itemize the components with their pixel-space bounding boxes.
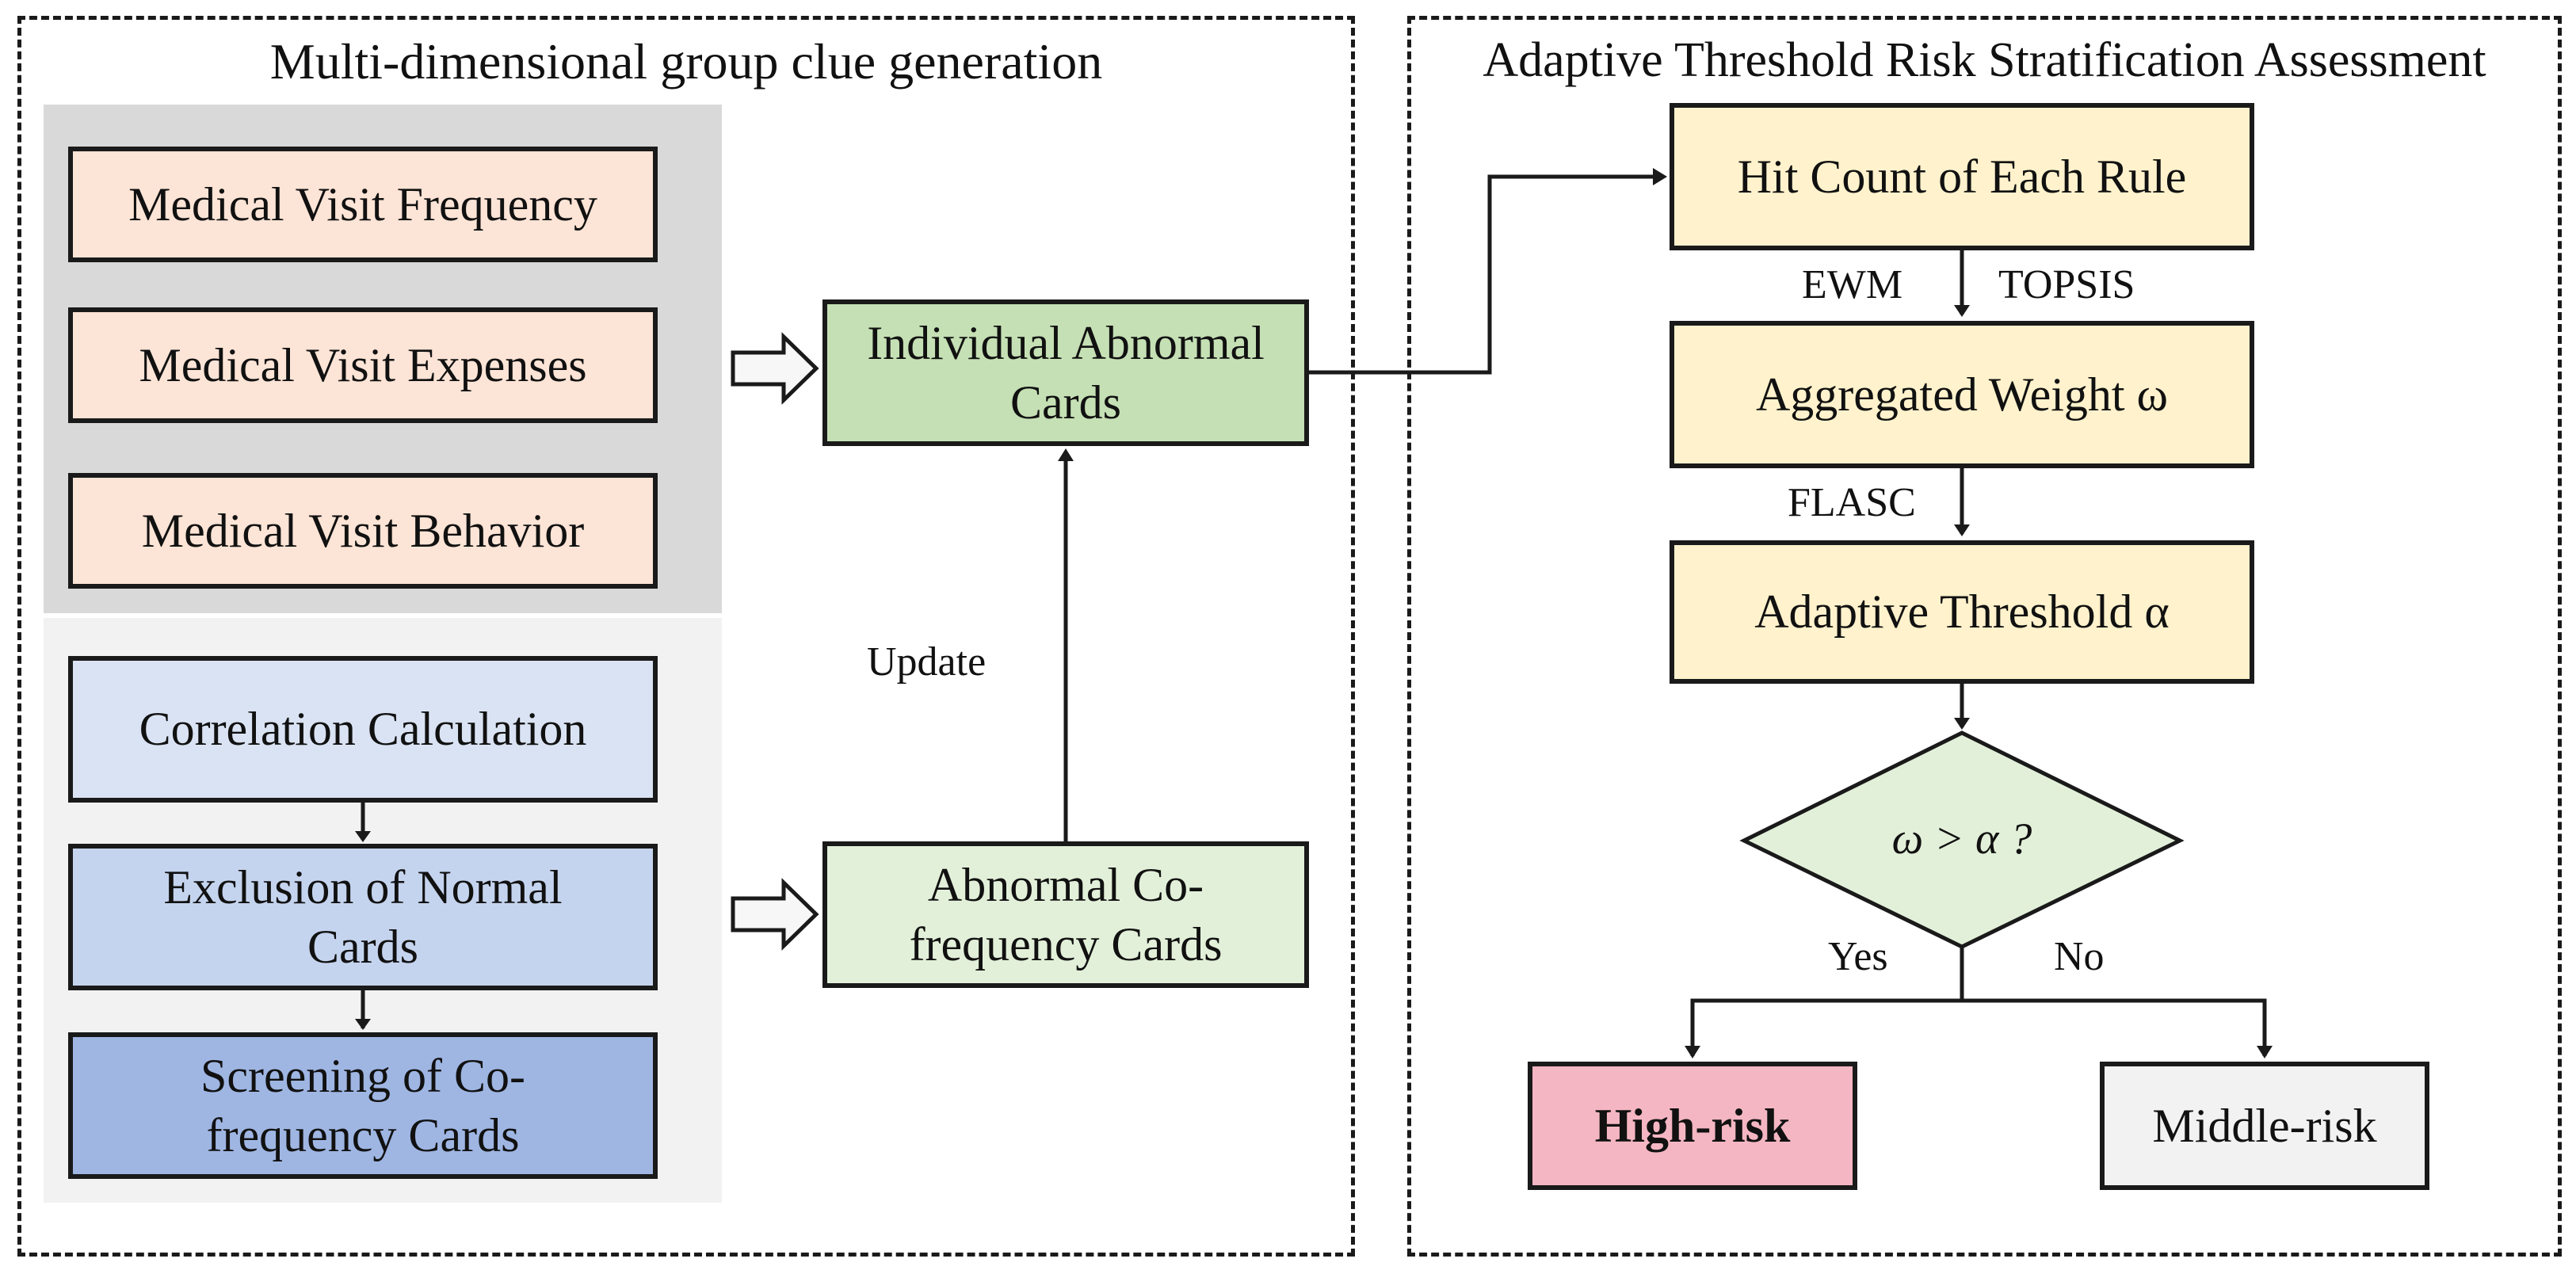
topsis-label: TOPSIS bbox=[1998, 262, 2135, 307]
hit-count-box: Hit Count of Each Rule bbox=[1670, 103, 2254, 250]
individual-abnormal-cards-box: Individual Abnormal Cards bbox=[822, 299, 1309, 446]
hollow-arrow-group bbox=[731, 878, 819, 951]
correlation-calculation-box: Correlation Calculation bbox=[68, 656, 658, 803]
arrow-individual-to-hit-count bbox=[1309, 174, 1662, 375]
flasc-label: FLASC bbox=[1788, 480, 1916, 525]
medical-visit-behavior-box: Medical Visit Behavior bbox=[68, 473, 658, 589]
yes-label: Yes bbox=[1828, 934, 1888, 979]
high-risk-box: High-risk bbox=[1528, 1062, 1857, 1190]
decision-text-overlay: ω > α ? bbox=[1891, 814, 2032, 864]
branch-line-right bbox=[1962, 998, 2267, 1056]
exclusion-normal-cards-box: Exclusion of Normal Cards bbox=[68, 844, 658, 990]
arrowheads bbox=[355, 168, 2273, 1058]
update-label: Update bbox=[867, 639, 987, 685]
aggregated-weight-box: Aggregated Weight ω bbox=[1670, 321, 2254, 468]
no-label: No bbox=[2054, 934, 2105, 979]
branch-line bbox=[1690, 947, 1964, 1056]
screening-co-frequency-box: Screening of Co-frequency Cards bbox=[68, 1032, 658, 1179]
group-clue-panel: Multi-dimensional group clue generation bbox=[17, 16, 1355, 1257]
ewm-label: EWM bbox=[1802, 262, 1903, 307]
risk-assessment-panel: Adaptive Threshold Risk Stratification A… bbox=[1407, 16, 2562, 1257]
adaptive-threshold-box: Adaptive Threshold α bbox=[1670, 540, 2254, 684]
hollow-arrow-individual bbox=[731, 332, 819, 405]
middle-risk-box: Middle-risk bbox=[2100, 1062, 2429, 1190]
medical-visit-frequency-box: Medical Visit Frequency bbox=[68, 147, 658, 262]
group-clue-panel-title: Multi-dimensional group clue generation bbox=[269, 33, 1103, 90]
abnormal-co-frequency-cards-box: Abnormal Co-frequency Cards bbox=[822, 841, 1309, 988]
decision-diamond bbox=[1739, 730, 2185, 949]
risk-assessment-panel-title: Adaptive Threshold Risk Stratification A… bbox=[1483, 33, 2486, 87]
medical-visit-expenses-box: Medical Visit Expenses bbox=[68, 307, 658, 423]
